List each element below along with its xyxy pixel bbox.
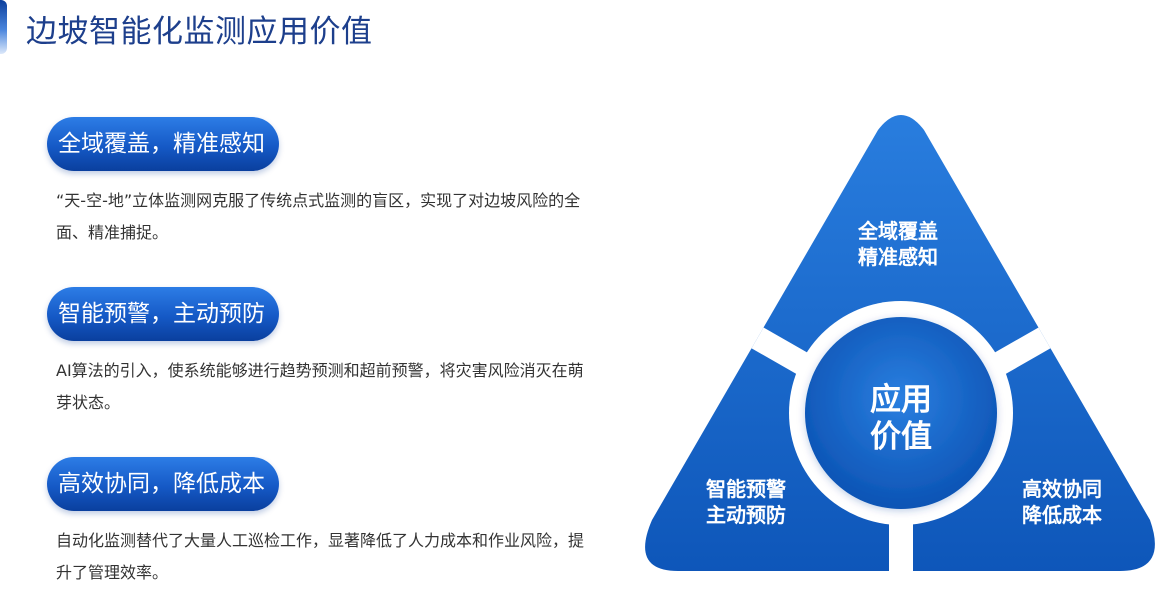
- center-label-line1: 应用: [870, 382, 932, 418]
- section-description-coverage: “天-空-地”立体监测网克服了传统点式监测的盲区，实现了对边坡风险的全面、精准捕…: [56, 191, 581, 242]
- section-description-warning: AI算法的引入，使系统能够进行趋势预测和超前预警，将灾害风险消灭在萌芽状态。: [56, 361, 584, 412]
- top-segment-label-line2: 精准感知: [858, 245, 938, 269]
- page-title: 边坡智能化监测应用价值: [26, 14, 373, 50]
- section-heading-cost: 高效协同，降低成本: [47, 457, 279, 511]
- value-section-coverage: 全域覆盖，精准感知 “天-空-地”立体监测网克服了传统点式监测的盲区，实现了对边…: [47, 117, 587, 249]
- left-segment-label-line2: 主动预防: [706, 503, 786, 527]
- top-segment-label-line1: 全域覆盖: [857, 219, 938, 243]
- value-section-cost: 高效协同，降低成本 自动化监测替代了大量人工巡检工作，显著降低了人力成本和作业风…: [47, 457, 587, 589]
- left-segment-label-line1: 智能预警: [706, 477, 786, 501]
- title-accent-bar: [0, 0, 7, 54]
- center-circle: [805, 317, 997, 509]
- section-heading-coverage: 全域覆盖，精准感知: [47, 117, 279, 171]
- center-label-line2: 价值: [870, 419, 932, 455]
- right-segment-label-line1: 高效协同: [1022, 477, 1102, 501]
- right-segment-label-line2: 降低成本: [1022, 503, 1102, 527]
- value-section-warning: 智能预警，主动预防 AI算法的引入，使系统能够进行趋势预测和超前预警，将灾害风险…: [47, 287, 587, 419]
- section-description-cost: 自动化监测替代了大量人工巡检工作，显著降低了人力成本和作业风险，提升了管理效率。: [56, 531, 585, 582]
- section-heading-warning: 智能预警，主动预防: [47, 287, 279, 341]
